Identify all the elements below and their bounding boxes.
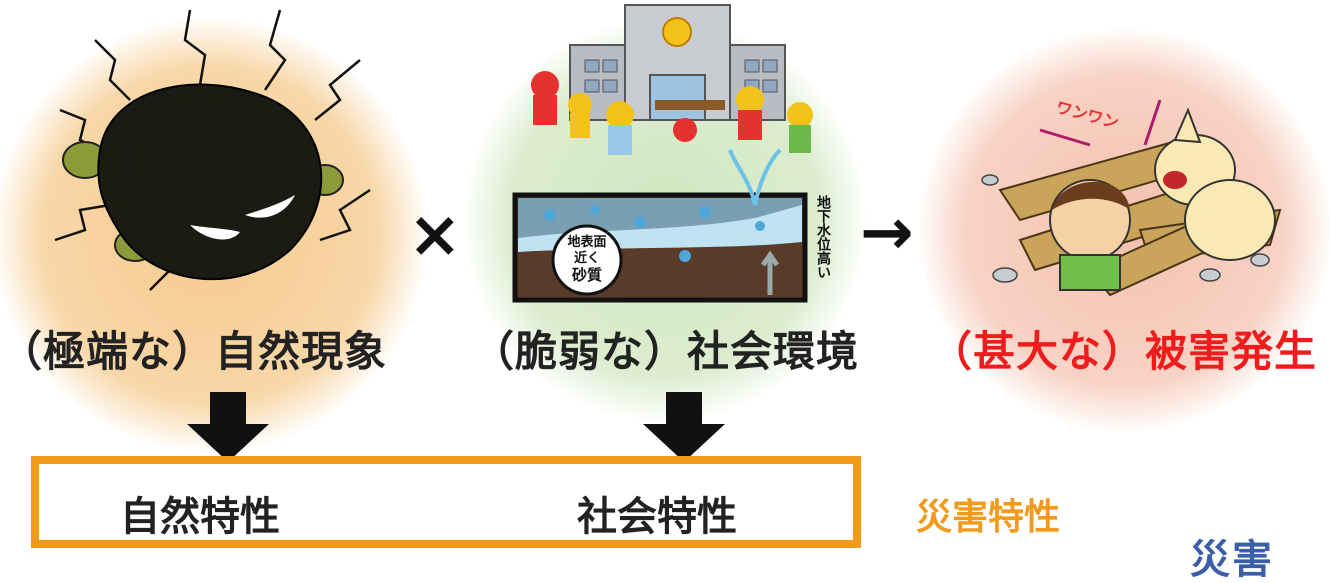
down-arrow-icon [187, 392, 269, 462]
nature-phenomenon-caption: （極端な）自然現象 [0, 327, 388, 376]
collapsed-house-illustration: ワンワン [981, 98, 1282, 297]
natural-characteristics-label: 自然特性 [120, 494, 280, 540]
groundwater-vertical-label: 地下水位高い [815, 194, 831, 279]
down-arrow-icon [643, 392, 725, 462]
multiply-symbol: × [408, 198, 462, 272]
dog-bark-text: ワンワン [1054, 98, 1121, 133]
disaster-characteristics-label: 災害特性 [916, 497, 1061, 538]
school-and-ground-illustration: 地表面 近く 砂質 地下水位高い [512, 4, 831, 303]
social-characteristics-label: 社会特性 [577, 494, 737, 540]
right-arrow-symbol: → [860, 196, 914, 270]
logo-fragment: 災害 [1190, 537, 1274, 583]
social-environment-caption: （脆弱な）社会環境 [472, 327, 860, 376]
earthquake-monster-illustration [54, 9, 371, 291]
ground-circle-line-2: 近く [574, 250, 600, 266]
ground-circle-line-3: 砂質 [572, 266, 602, 284]
characteristics-box [31, 456, 861, 548]
ground-circle-line-1: 地表面 [567, 234, 606, 250]
damage-occurrence-caption: （甚大な）被害発生 [930, 327, 1318, 376]
